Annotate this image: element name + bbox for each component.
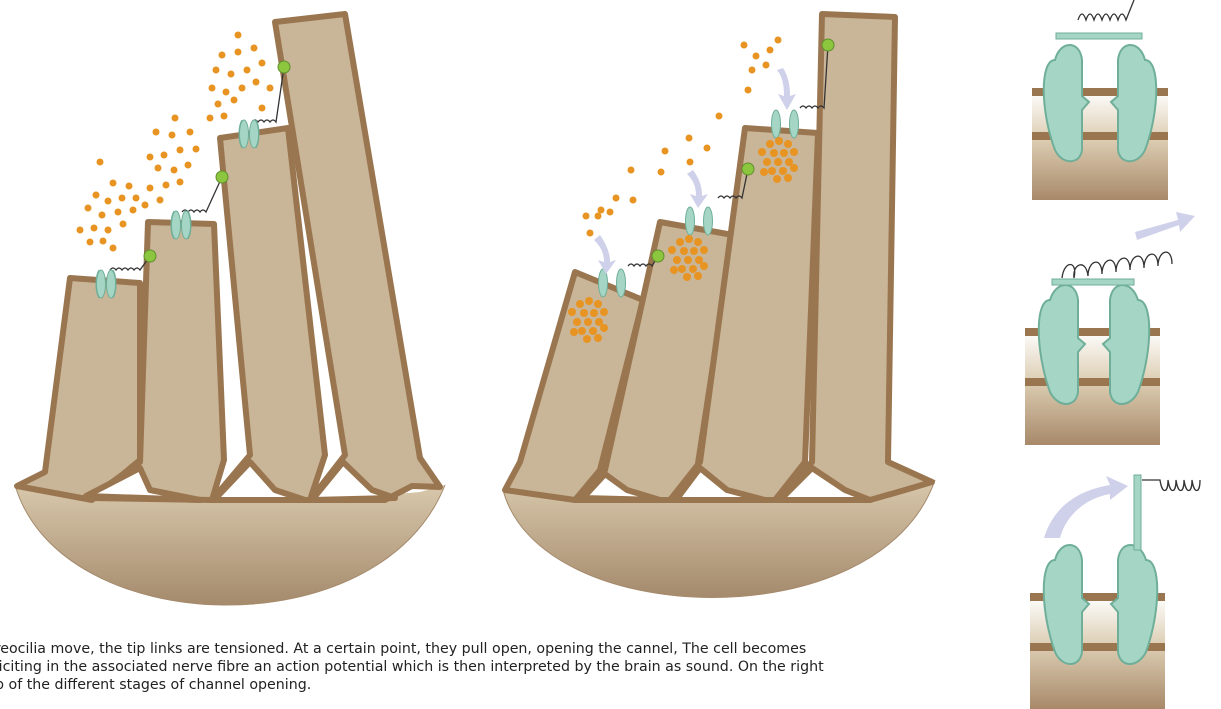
spring-stretched-icon [1062,252,1172,278]
inset-closed [1032,0,1168,200]
spring-relaxed-icon [1142,480,1200,491]
left-hair-bundle [15,14,445,605]
caption: ereocilia move, the tip links are tensio… [0,640,966,694]
middle-stereocilia [505,14,932,500]
caption-line-2: eliciting in the associated nerve fibre … [0,658,966,676]
inset-tensioned [1025,212,1195,445]
left-stereocilia [17,14,440,500]
caption-line-1: ereocilia move, the tip links are tensio… [0,640,966,658]
middle-hair-bundle [503,14,935,598]
inset-open [1030,475,1200,709]
open-arrow-icon [1044,476,1128,538]
spring-icon [1078,0,1134,20]
pull-arrow-icon [1135,212,1195,240]
left-cell-base [15,485,445,605]
caption-line-3: up of the different stages of channel op… [0,676,966,694]
